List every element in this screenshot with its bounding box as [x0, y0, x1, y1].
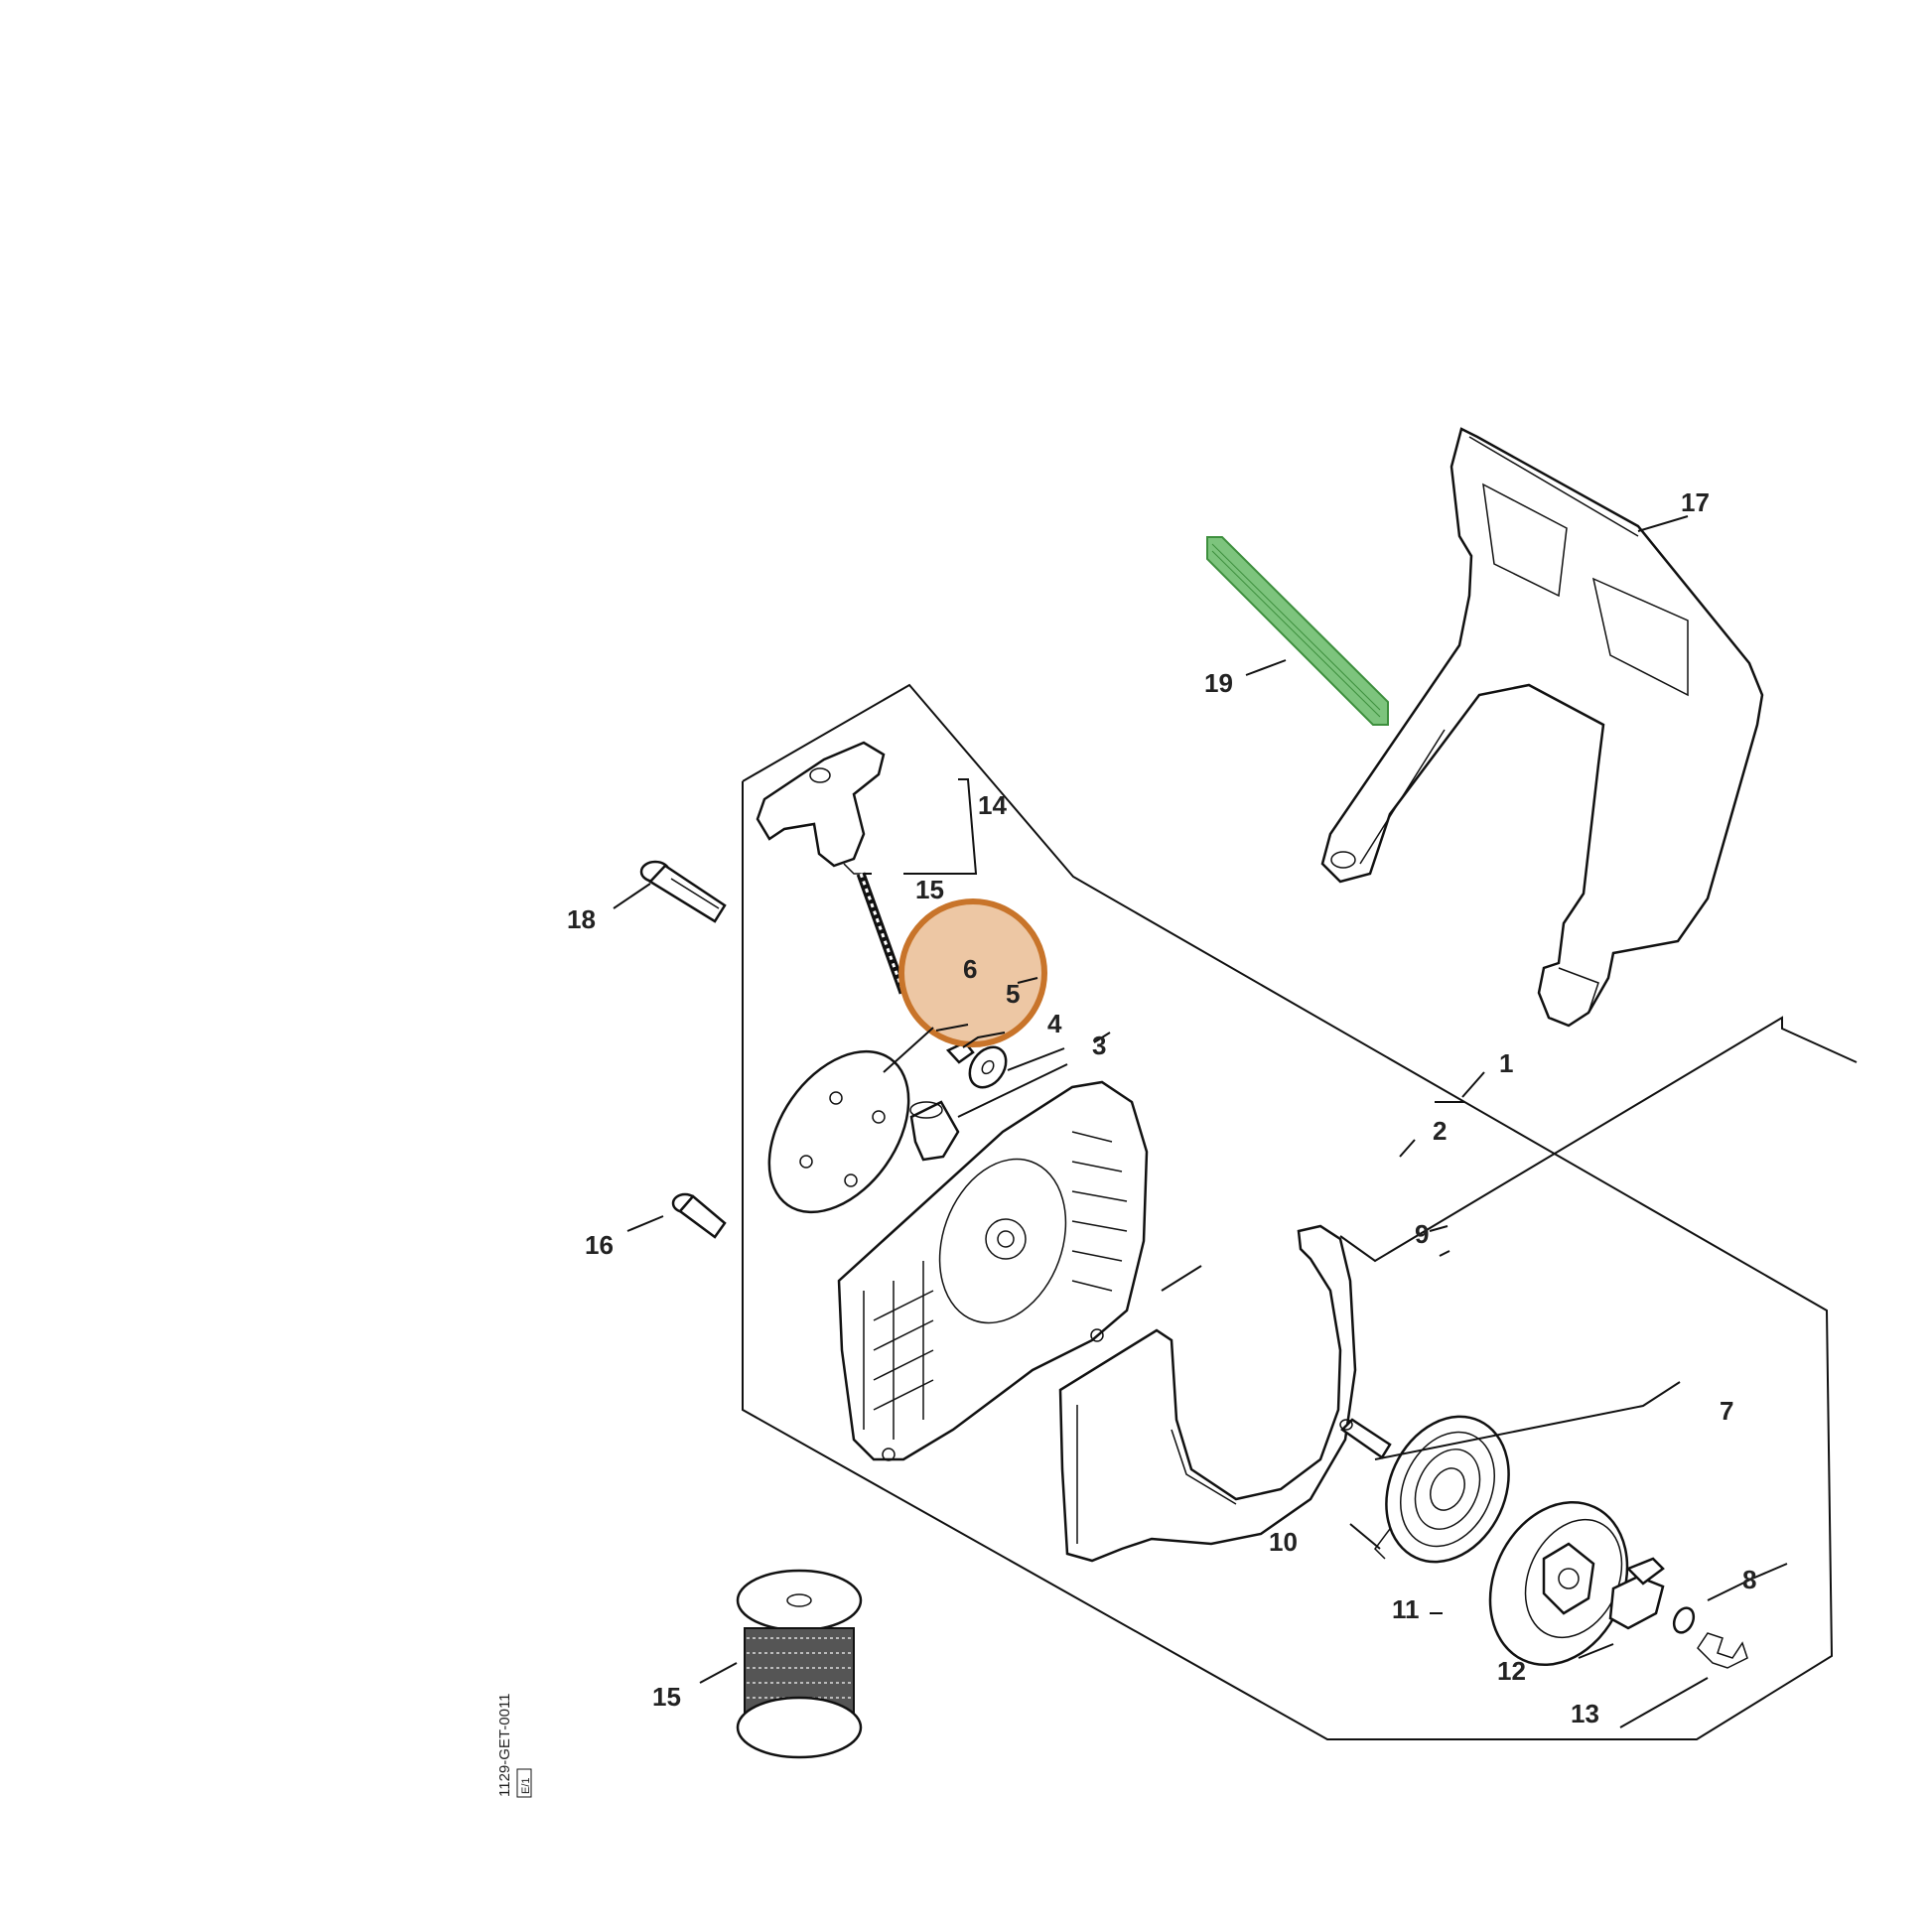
drawing-code-suffix: E/1 — [520, 1777, 532, 1794]
starter-grip-part[interactable] — [756, 741, 886, 875]
callout-5[interactable]: 5 — [1006, 979, 1020, 1009]
callout-labels: 1 2 3 4 5 6 7 8 9 10 11 12 13 14 15 15 1… — [567, 487, 1756, 1728]
washer-part[interactable] — [962, 1040, 1013, 1094]
callout-4[interactable]: 4 — [1047, 1009, 1062, 1038]
rope-guide-part[interactable] — [1058, 1224, 1357, 1563]
callout-15-lower[interactable]: 15 — [652, 1682, 681, 1712]
guide-plate-part[interactable] — [741, 1026, 937, 1238]
rope-rotor-part[interactable] — [1464, 1479, 1653, 1687]
leader-lines — [613, 515, 1858, 1728]
callout-2[interactable]: 2 — [1433, 1116, 1447, 1146]
highlight-circle — [898, 898, 1047, 1047]
callout-11[interactable]: 11 — [1392, 1594, 1420, 1624]
screw-18-part[interactable] — [639, 860, 727, 923]
drawing-code-text: 1129-GET-0011 — [496, 1693, 513, 1797]
callout-8[interactable]: 8 — [1742, 1565, 1756, 1594]
spring-13-part[interactable] — [1697, 1632, 1748, 1669]
callout-10[interactable]: 10 — [1269, 1527, 1298, 1557]
callout-7[interactable]: 7 — [1720, 1396, 1733, 1426]
callout-1[interactable]: 1 — [1499, 1048, 1513, 1078]
callout-3[interactable]: 3 — [1092, 1031, 1106, 1060]
callout-12[interactable]: 12 — [1497, 1656, 1526, 1686]
rewind-spring-part[interactable] — [1363, 1397, 1531, 1583]
sleeve-part[interactable] — [909, 1100, 960, 1162]
callout-16[interactable]: 16 — [585, 1230, 614, 1260]
callout-17[interactable]: 17 — [1681, 487, 1710, 517]
fan-housing-part[interactable] — [837, 1080, 1149, 1461]
callout-19[interactable]: 19 — [1204, 668, 1233, 698]
callout-9[interactable]: 9 — [1415, 1219, 1429, 1249]
callout-13[interactable]: 13 — [1571, 1699, 1599, 1728]
starter-rope-part[interactable] — [856, 872, 908, 995]
callout-15-upper[interactable]: 15 — [915, 875, 944, 904]
decal-part[interactable] — [1206, 536, 1389, 726]
drawing-code: 1129-GET-0011 E/1 — [496, 1693, 532, 1798]
spring-pin-part[interactable] — [1339, 1418, 1392, 1459]
pawl-part[interactable] — [1608, 1557, 1665, 1630]
assembly-outline — [742, 683, 1834, 1740]
rope-spool-part[interactable] — [736, 1569, 863, 1759]
hand-guard-part[interactable] — [1320, 427, 1764, 1028]
callout-6[interactable]: 6 — [963, 954, 977, 984]
callout-18[interactable]: 18 — [567, 904, 596, 934]
callout-14[interactable]: 14 — [978, 790, 1007, 820]
screw-16-part[interactable] — [671, 1192, 727, 1239]
small-washer-part[interactable] — [1670, 1604, 1697, 1635]
